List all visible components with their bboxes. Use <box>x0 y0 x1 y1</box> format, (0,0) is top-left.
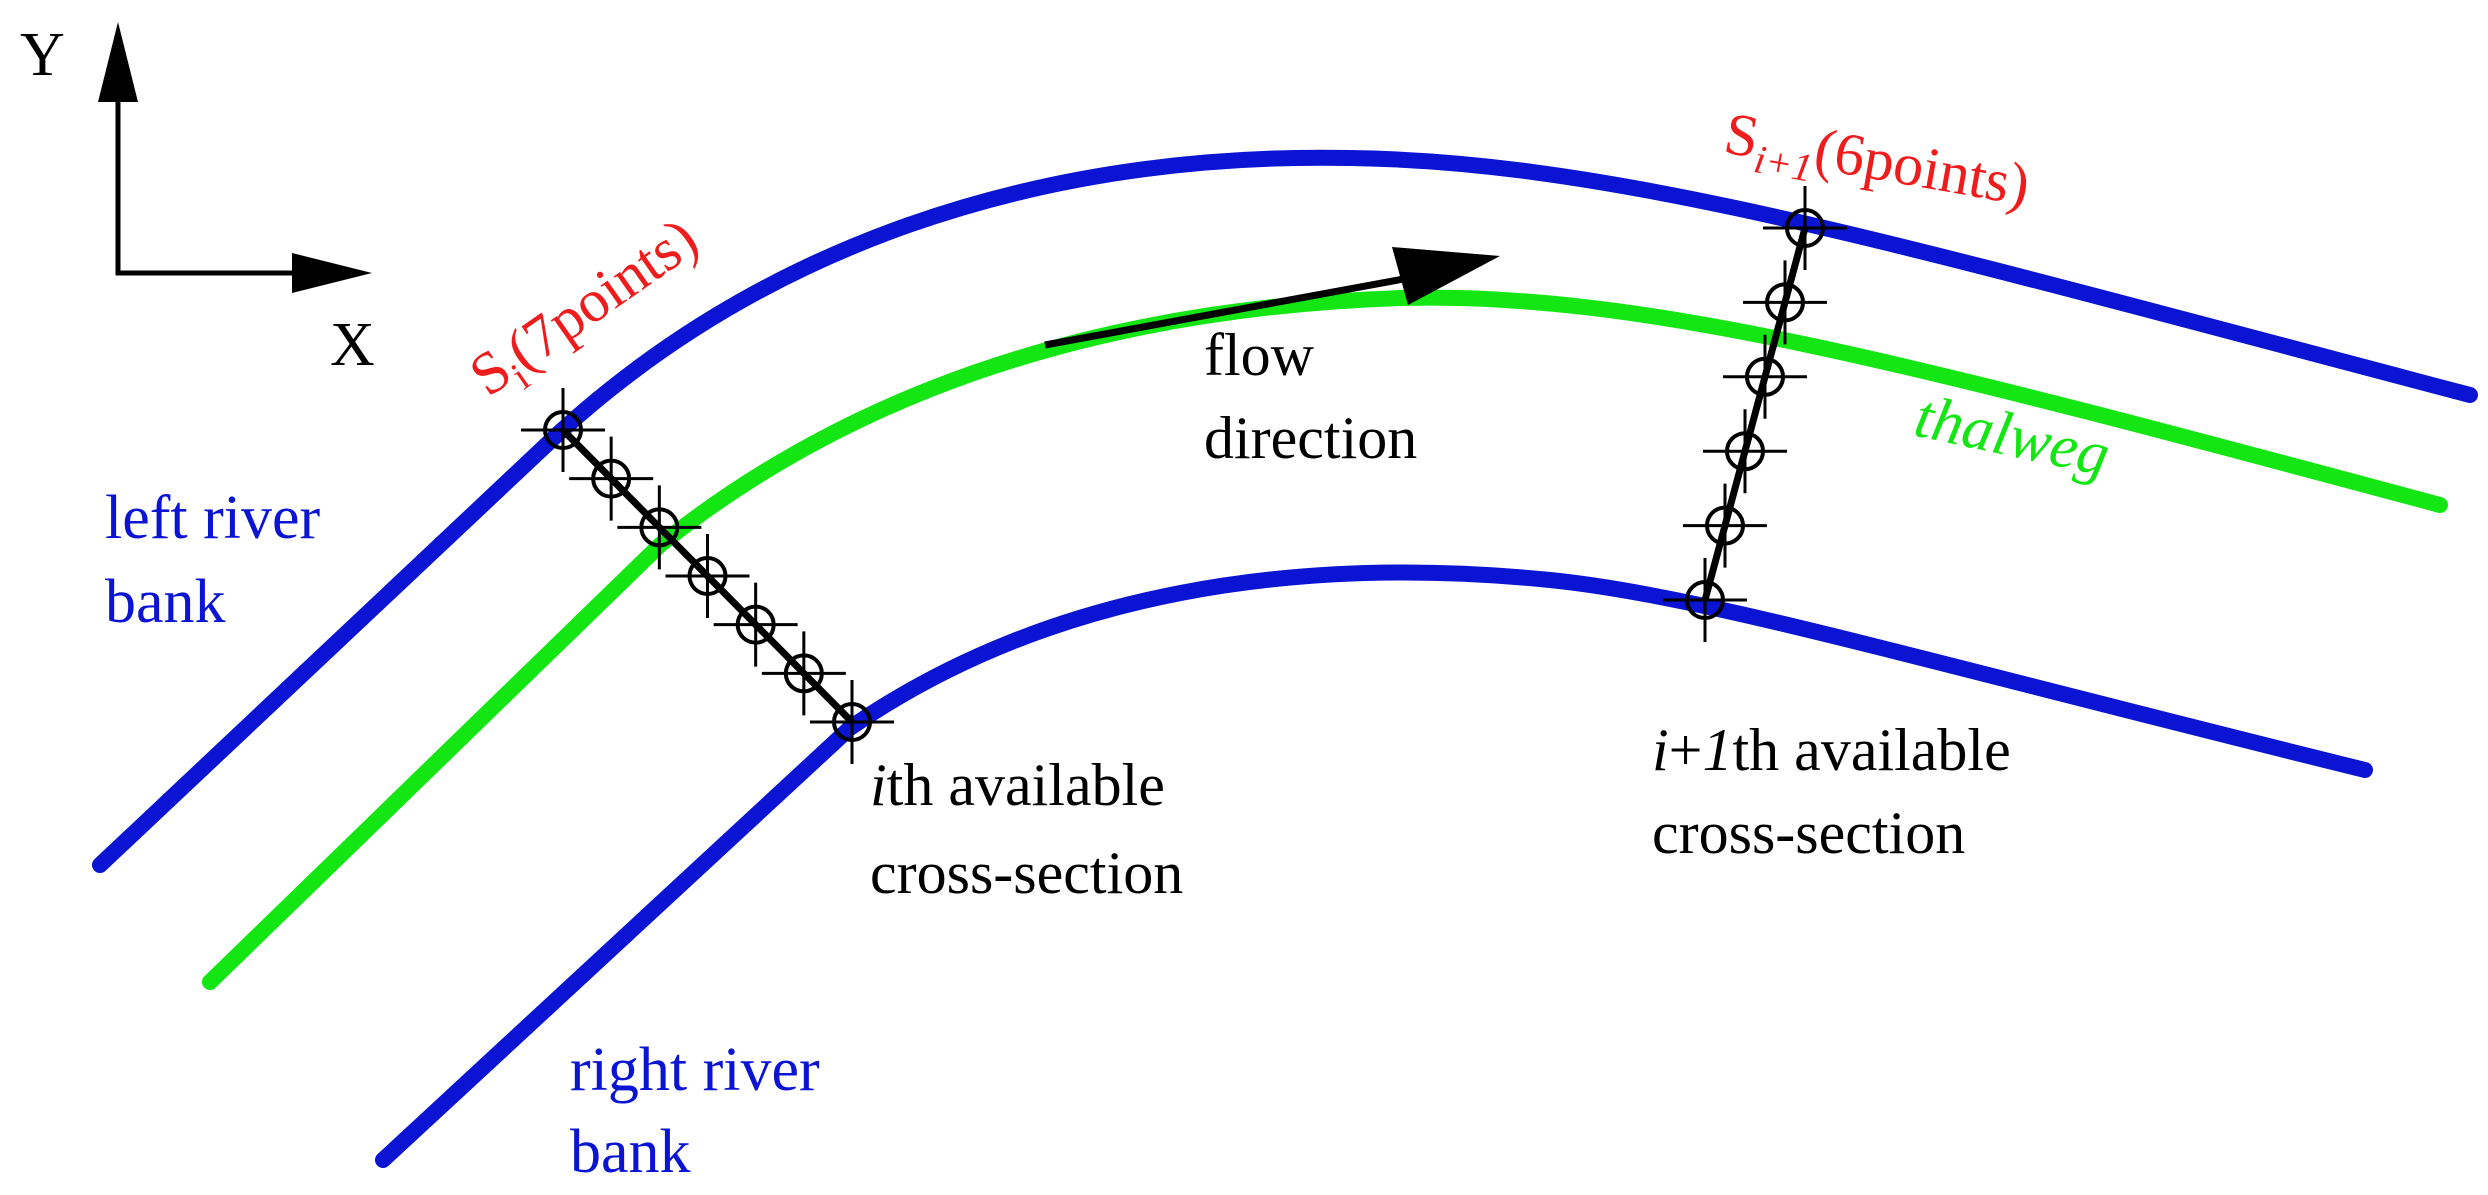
section-i-point-marker <box>810 680 894 764</box>
flow-direction-arrow <box>1044 247 1500 349</box>
section-i-plus-1-caption-rest: th available <box>1733 717 2011 783</box>
section-i-caption-rest: th available <box>887 752 1165 818</box>
cross-section-i-plus-1-line <box>1701 227 1809 601</box>
section-i-point-marker <box>521 388 605 472</box>
cross-section-i-plus-1 <box>1663 186 1847 642</box>
section-i-caption-line1: ith available <box>870 752 1165 818</box>
coordinate-axes: Y X <box>20 21 375 379</box>
section-i-plus-1-caption-line1: i+1th available <box>1652 717 2011 783</box>
flow-direction-label-line1: flow <box>1204 322 1315 388</box>
section-i-plus-1-caption-italic-2: 1 <box>1703 717 1733 783</box>
x-axis-label: X <box>330 311 375 379</box>
section-i-plus-1-caption-plus: + <box>1669 717 1703 783</box>
right-river-bank-line <box>375 564 2373 1168</box>
cross-section-i-points <box>521 388 894 764</box>
section-i-label: Si(7points) <box>458 205 716 417</box>
section-i-points-text: (7points) <box>494 205 709 383</box>
section-i-point-marker <box>665 534 750 618</box>
section-i-plus-1-point-marker <box>1703 409 1787 494</box>
section-i-caption-line2: cross-section <box>870 840 1183 906</box>
cross-section-i-plus-1-points <box>1663 186 1847 642</box>
section-i-plus-1-point-marker <box>1683 483 1767 568</box>
section-i-plus-1-caption-line2: cross-section <box>1652 800 1965 866</box>
section-i-point-marker <box>761 631 846 716</box>
section-i-plus-1-point-marker <box>1723 334 1807 419</box>
section-i-plus-1-point-marker <box>1763 186 1847 270</box>
section-i-plus-1-subscript: i+1 <box>1751 136 1816 190</box>
cross-section-i <box>521 388 894 764</box>
section-i-plus-1-point-marker <box>1663 558 1747 642</box>
section-i-plus-1-points-text: (6points) <box>1810 116 2035 219</box>
section-i-point-marker <box>569 436 654 521</box>
flow-direction-label-line2: direction <box>1204 405 1417 471</box>
flow-arrow-shaft <box>1044 272 1421 349</box>
thalweg-line <box>202 289 2448 990</box>
left-bank-label-line1: left river <box>105 484 321 552</box>
left-bank-label-line2: bank <box>105 568 226 636</box>
y-axis-label: Y <box>20 21 65 89</box>
x-axis-arrowhead <box>292 253 372 293</box>
y-axis-arrowhead <box>98 22 138 102</box>
flow-arrow-head <box>1392 247 1500 305</box>
section-i-caption-italic: i <box>870 752 887 818</box>
section-i-point-marker <box>617 485 702 570</box>
section-i-point-marker <box>713 582 798 667</box>
right-bank-label-line1: right river <box>570 1036 820 1104</box>
left-river-bank-line <box>92 149 2478 873</box>
section-i-plus-1-caption-italic-1: i <box>1652 717 1669 783</box>
right-bank-label-line2: bank <box>570 1118 691 1186</box>
section-i-plus-1-point-marker <box>1743 260 1827 345</box>
